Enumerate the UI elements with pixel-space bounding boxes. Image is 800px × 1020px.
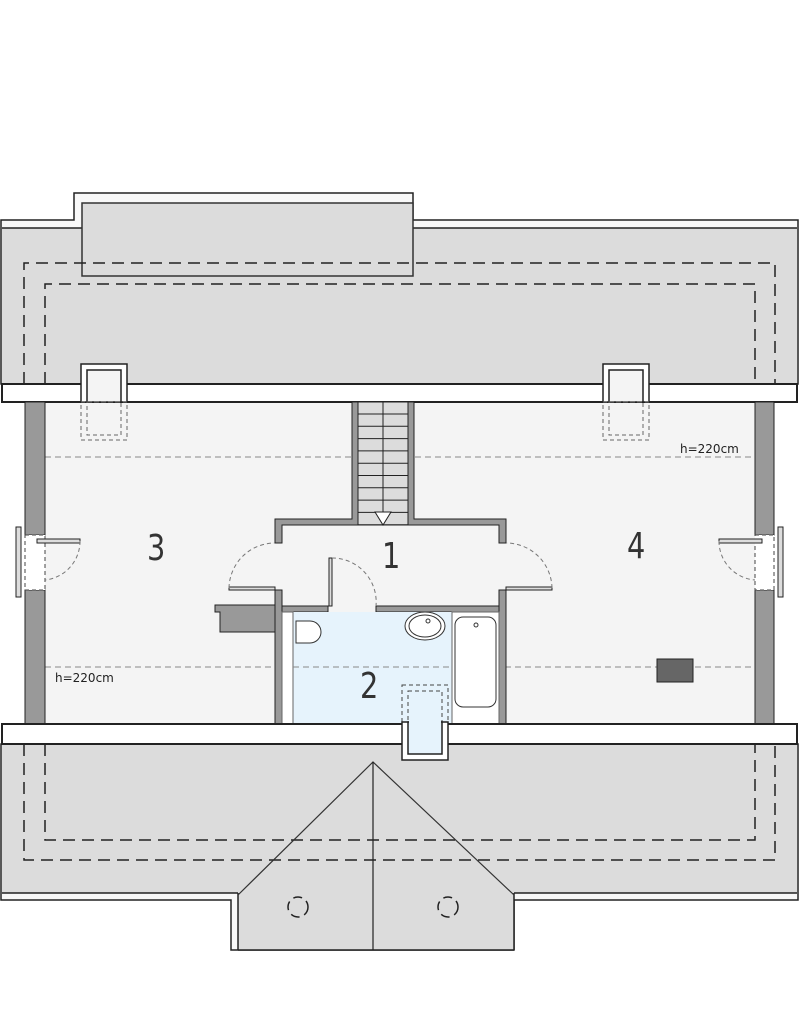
room-number-2: 2	[360, 666, 379, 707]
chimney-block	[81, 202, 414, 277]
height-label-right: h=220cm	[680, 442, 739, 456]
room-number-1: 1	[382, 536, 401, 577]
bottom-roof	[0, 743, 799, 951]
bathtub	[454, 616, 497, 708]
hall-walls	[214, 401, 507, 725]
skylight-bathroom	[401, 718, 449, 761]
window-right	[718, 526, 784, 598]
top-roof	[0, 192, 799, 385]
bathroom	[281, 611, 500, 725]
height-label-left: h=220cm	[55, 671, 114, 685]
left-wall-upper	[24, 401, 46, 536]
vent-left	[287, 896, 309, 918]
room-number-3: 3	[147, 528, 166, 569]
chimney-vent	[656, 658, 694, 683]
right-wall-lower	[754, 589, 775, 725]
left-wall-lower	[24, 589, 46, 725]
room-number-4: 4	[627, 526, 646, 567]
bottom-wall	[1, 723, 798, 745]
window-left	[15, 526, 81, 598]
staircase	[357, 401, 409, 526]
skylight-right	[602, 363, 650, 441]
skylight-left	[80, 363, 128, 441]
washbasin	[404, 611, 446, 641]
hall-doors	[228, 542, 553, 607]
toilet	[295, 620, 322, 644]
right-wall-upper	[754, 401, 775, 536]
vent-right	[437, 896, 459, 918]
